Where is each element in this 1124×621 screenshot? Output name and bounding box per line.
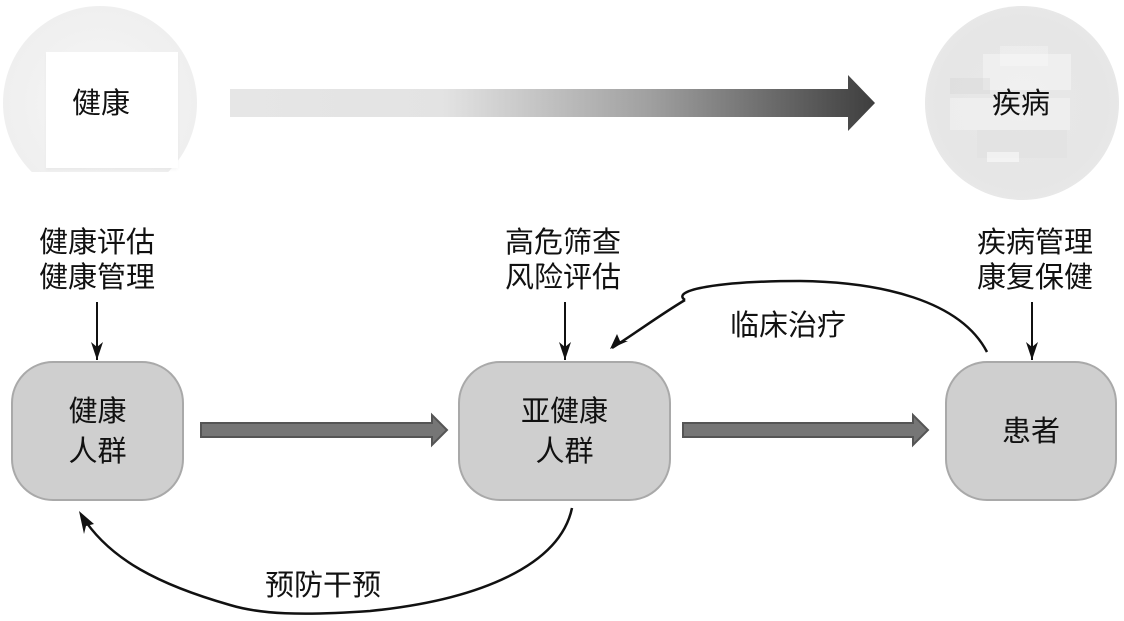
node-label: 亚健康 人群 [520,394,608,468]
node-label: 健康 人群 [68,394,127,468]
progression-arrow [230,75,875,131]
disease-state-circle [925,6,1119,200]
node-healthy-population: 健康 人群 [11,361,184,501]
clinical-treatment-label: 临床治疗 [730,308,847,342]
health-state-label: 健康 [72,86,131,120]
intervention-label-patient: 疾病管理 康复保健 [960,225,1110,295]
arrowhead-icon [91,342,103,360]
intervention-label-subhealthy: 高危筛查 风险评估 [488,225,638,295]
node-patient: 患者 [945,361,1117,501]
intervention-label-healthy: 健康评估 健康管理 [22,225,172,295]
intervention-line: 健康管理 [38,260,155,294]
prevention-intervention-label: 预防干预 [265,568,382,602]
arrowhead-icon [559,342,571,360]
intervention-line: 高危筛查 [504,225,621,259]
feedback-curve-prevention [80,507,574,615]
health-state-box [46,52,178,168]
intervention-line: 风险评估 [504,260,621,294]
intervention-line: 疾病管理 [976,225,1093,259]
flow-arrow-healthy-to-subhealthy [200,412,449,448]
node-subhealthy-population: 亚健康 人群 [458,361,671,501]
arrowhead-icon [79,511,94,534]
disease-state-label: 疾病 [992,86,1051,120]
arrowhead-icon [1026,342,1038,360]
flow-arrow-subhealthy-to-patient [682,412,930,448]
intervention-line: 健康评估 [38,225,155,259]
intervention-line: 康复保健 [976,260,1093,294]
node-label: 患者 [1001,414,1060,448]
arrowhead-icon [610,334,628,349]
